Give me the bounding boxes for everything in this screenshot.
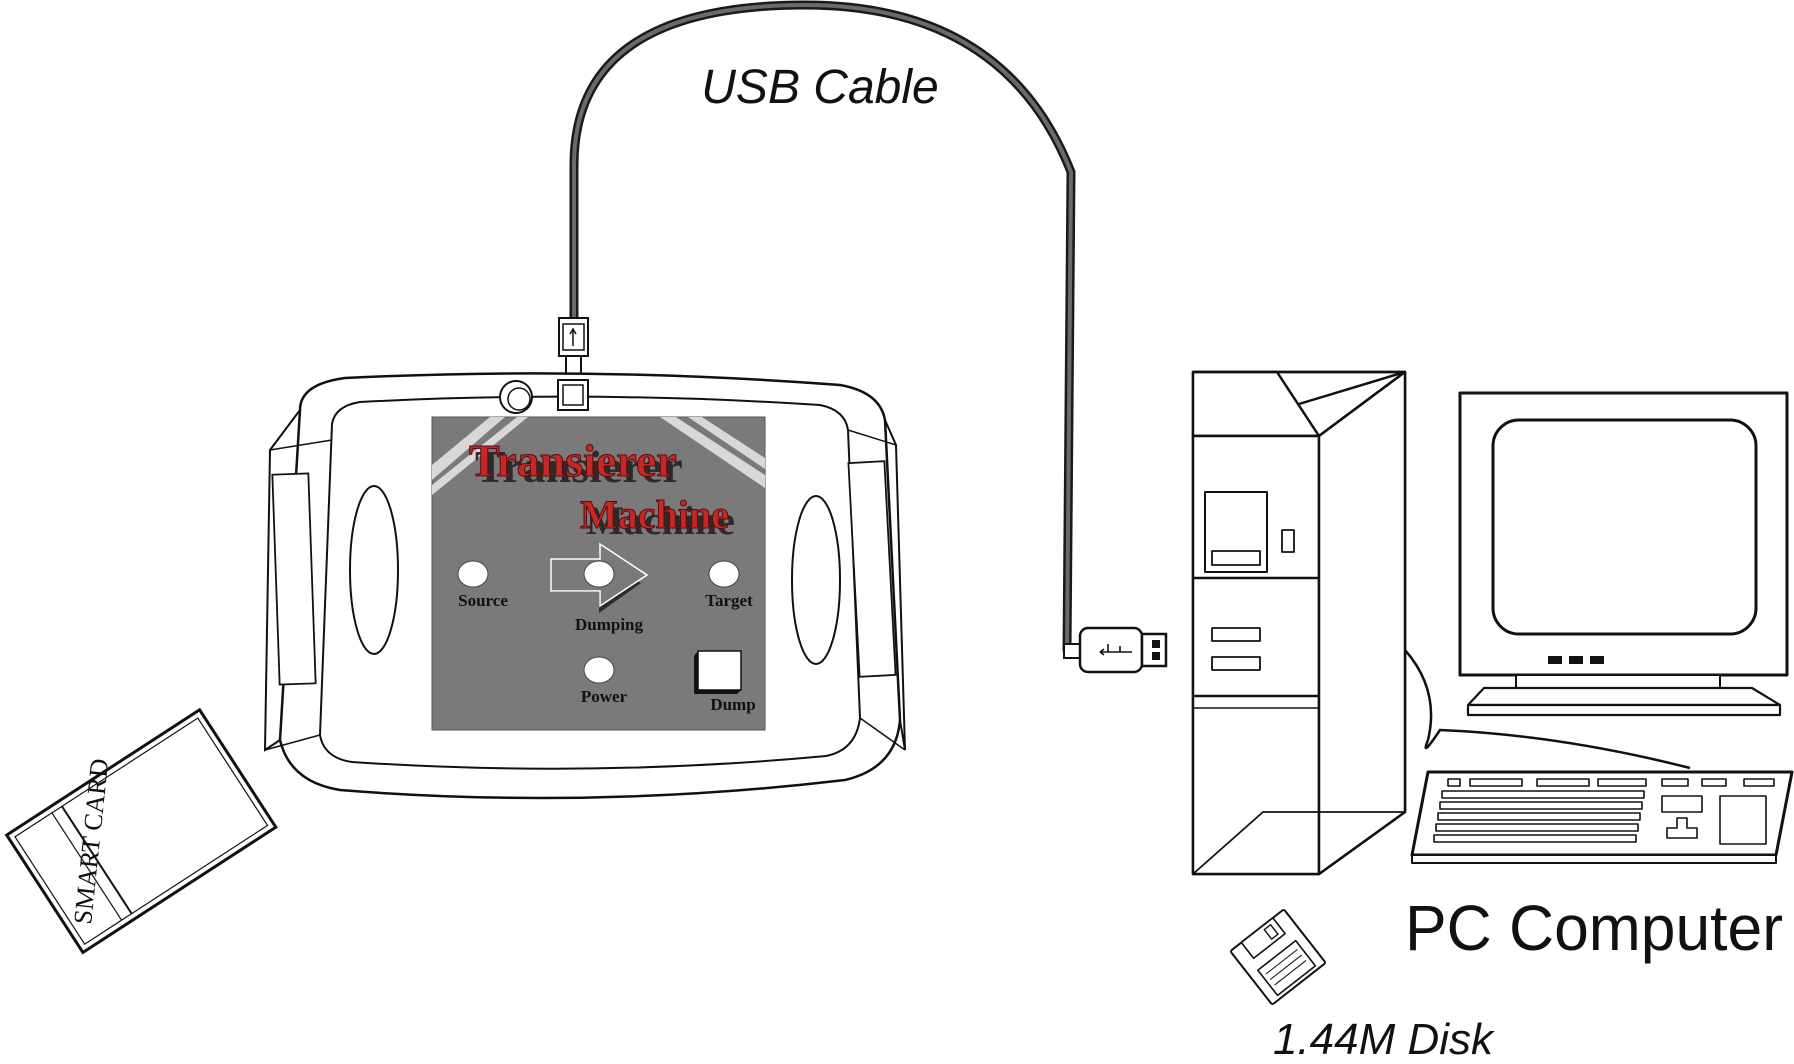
dump-button[interactable] bbox=[694, 650, 742, 694]
dumping-led-icon bbox=[583, 560, 615, 588]
usb-cable-label: USB Cable bbox=[701, 61, 938, 114]
mini-usb-plug-icon bbox=[558, 317, 589, 375]
source-led-icon bbox=[457, 560, 489, 588]
power-label: Power bbox=[581, 687, 628, 706]
device-title-line1: Transierer bbox=[469, 435, 677, 486]
power-led-icon bbox=[583, 656, 615, 684]
dumping-label: Dumping bbox=[575, 615, 644, 634]
device-title-line2: Machine bbox=[580, 492, 729, 537]
usb-cable bbox=[569, 0, 1081, 655]
source-label: Source bbox=[458, 591, 508, 610]
device-title: Transierer Transierer Machine Machine bbox=[469, 435, 735, 544]
floppy-disk-icon bbox=[1230, 909, 1326, 1005]
keyboard bbox=[1410, 770, 1794, 864]
monitor bbox=[1458, 391, 1789, 717]
target-label: Target bbox=[705, 591, 753, 610]
device-title-line2-shadow: Machine bbox=[586, 498, 735, 543]
pc-computer-label: PC Computer bbox=[1405, 892, 1783, 964]
pc-tower bbox=[1191, 370, 1407, 876]
dump-label: Dump bbox=[710, 695, 755, 714]
target-led-icon bbox=[708, 560, 740, 588]
disk-label: 1.44M Disk bbox=[1273, 1015, 1495, 1059]
device-title-line1-shadow: Transierer bbox=[475, 441, 683, 492]
usb-a-plug-icon bbox=[1063, 626, 1168, 674]
smart-card bbox=[4, 707, 278, 955]
keyboard-cable bbox=[1404, 649, 1691, 770]
